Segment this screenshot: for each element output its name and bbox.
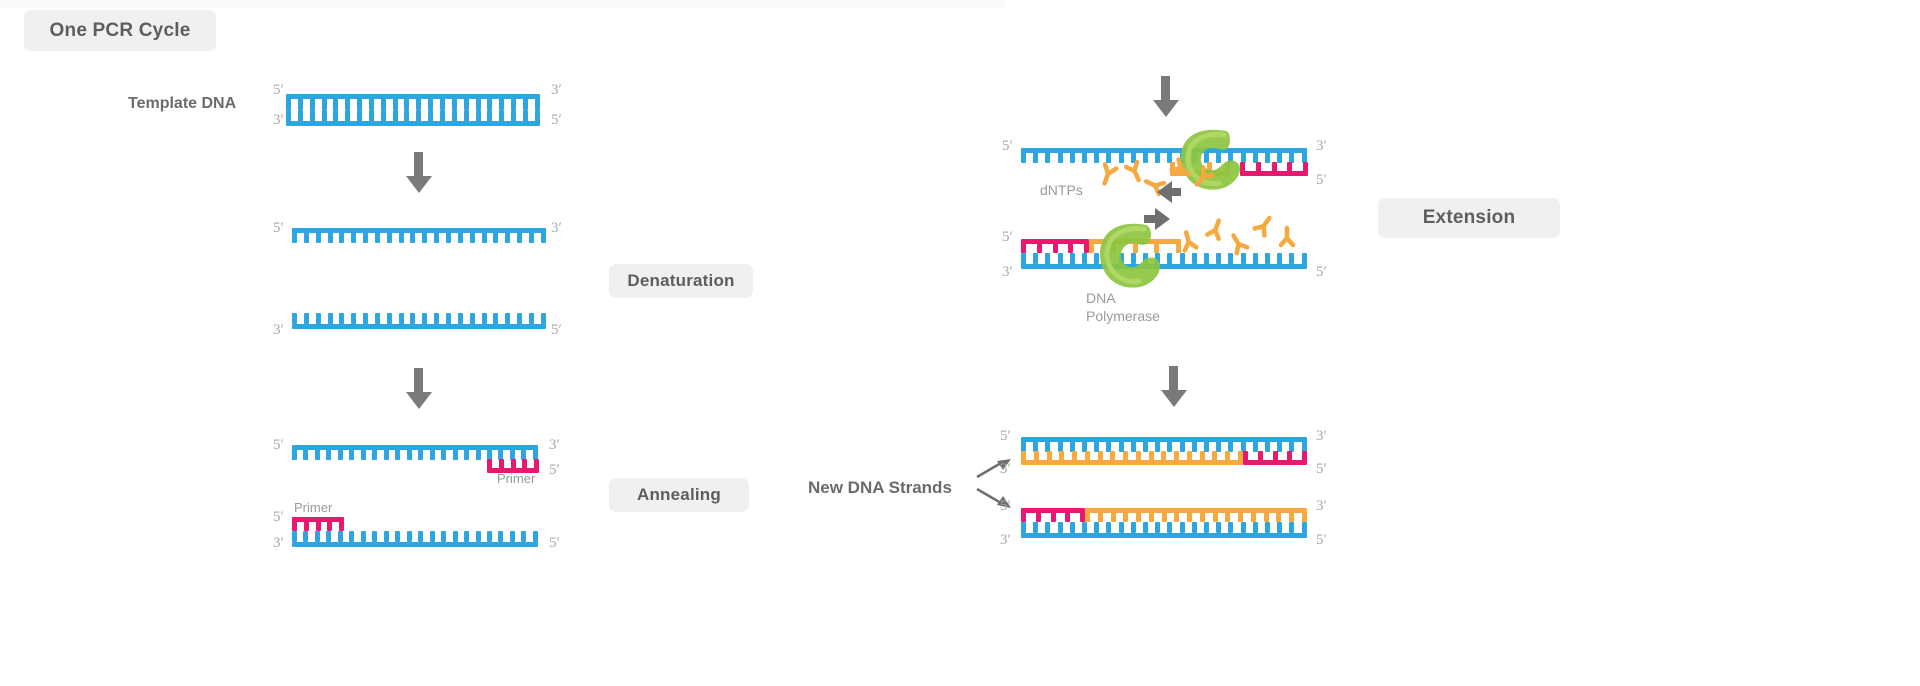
extension-template-strand-top — [1021, 148, 1307, 163]
top-band — [0, 0, 1005, 8]
dna-polymerase-label-line2: Polymerase — [1086, 307, 1160, 324]
product2-template-strand — [1021, 522, 1307, 538]
anneal-top-primer-5prime: 5′ — [549, 462, 560, 478]
ext-top-5prime: 5′ — [1002, 138, 1013, 154]
primer-label-top: Primer — [497, 471, 536, 486]
label-template-dna: Template DNA — [128, 95, 237, 112]
product2-new-strand-orange — [1085, 508, 1307, 522]
stage-label-annealing: Annealing — [609, 478, 749, 512]
anneal-bottom-primer-5prime: 5′ — [273, 509, 284, 525]
template-dna-top-strand — [286, 94, 540, 110]
primer-label-bottom: Primer — [294, 500, 333, 515]
ext-top-3prime: 3′ — [1316, 138, 1327, 154]
ext-top-right-5prime: 5′ — [1316, 172, 1327, 188]
product1-right-3prime: 3′ — [1316, 428, 1327, 444]
ext-bottom-left-5prime: 5′ — [1002, 229, 1013, 245]
anneal-top-3prime: 3′ — [549, 437, 560, 453]
template-bottom-5prime: 5′ — [551, 112, 562, 128]
primer-bottom — [292, 517, 344, 531]
dna-polymerase-icon-top — [1178, 125, 1248, 193]
template-dna-bottom-strand — [286, 110, 540, 126]
product1-template-strand — [1021, 437, 1307, 452]
product1-left-3prime: 3′ — [1000, 461, 1011, 477]
page-title: One PCR Cycle — [24, 10, 216, 51]
pointer-arrow-to-product-2 — [975, 483, 1015, 513]
annealing-template-top — [292, 445, 538, 460]
extension-primer-top — [1240, 162, 1308, 176]
product1-primer-pink — [1243, 451, 1307, 465]
dna-polymerase-label: DNA Polymerase — [1086, 290, 1160, 325]
dna-polymerase-icon-bottom — [1096, 218, 1166, 292]
anneal-top-5prime: 5′ — [273, 437, 284, 453]
product2-right-3prime: 3′ — [1316, 498, 1327, 514]
denatured-strand-top — [292, 228, 546, 243]
extension-primer-bottom — [1021, 239, 1089, 253]
product1-new-strand-orange — [1021, 451, 1243, 465]
denat-top-5prime: 5′ — [273, 220, 284, 236]
product2-primer-pink — [1021, 508, 1085, 522]
denat-bottom-5prime: 5′ — [551, 322, 562, 338]
denat-top-3prime: 3′ — [551, 220, 562, 236]
anneal-bottom-right-5prime: 5′ — [549, 535, 560, 551]
dna-polymerase-label-line1: DNA — [1086, 290, 1116, 306]
primer-top — [487, 459, 539, 473]
product2-left-5prime: 5′ — [1000, 498, 1011, 514]
template-bottom-3prime: 3′ — [273, 112, 284, 128]
denatured-strand-bottom — [292, 313, 546, 329]
ext-bottom-left-3prime: 3′ — [1002, 264, 1013, 280]
anneal-bottom-3prime: 3′ — [273, 535, 284, 551]
template-top-5prime: 5′ — [273, 82, 284, 98]
pointer-arrow-to-product-1 — [975, 453, 1015, 481]
product2-right-5prime: 5′ — [1316, 532, 1327, 548]
dntp-cluster-bottom — [1175, 215, 1305, 259]
dntps-label: dNTPs — [1040, 182, 1083, 198]
annealing-template-bottom — [292, 531, 538, 547]
product1-left-5prime: 5′ — [1000, 428, 1011, 444]
ext-bottom-right-5prime: 5′ — [1316, 264, 1327, 280]
stage-label-denaturation: Denaturation — [609, 264, 753, 298]
dntp-cluster-top — [1098, 157, 1228, 202]
label-new-dna-strands: New DNA Strands — [808, 478, 952, 497]
product1-right-5prime: 5′ — [1316, 461, 1327, 477]
stage-label-extension: Extension — [1378, 198, 1560, 238]
product2-left-3prime: 3′ — [1000, 532, 1011, 548]
denat-bottom-3prime: 3′ — [273, 322, 284, 338]
template-top-3prime: 3′ — [551, 82, 562, 98]
